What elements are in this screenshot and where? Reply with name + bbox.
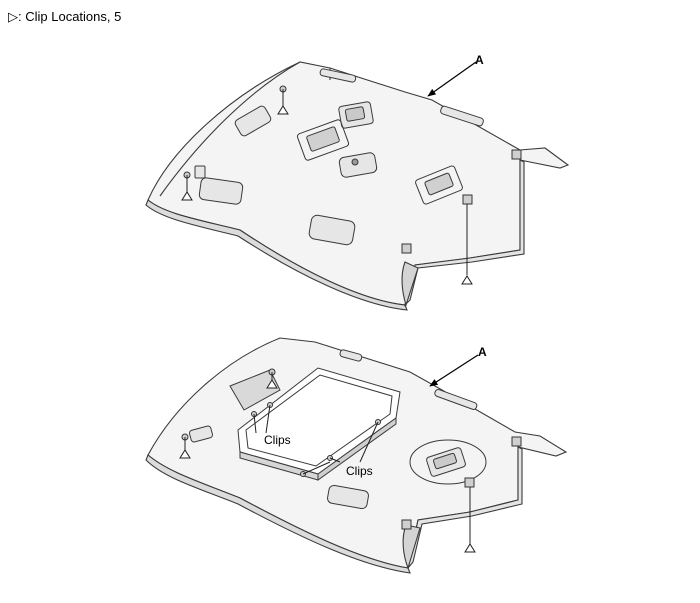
clips-label-2: Clips: [346, 464, 373, 478]
callout-a-arrow-top: [427, 61, 477, 97]
legend: ▷: Clip Locations, 5: [8, 9, 121, 25]
legend-text: : Clip Locations, 5: [18, 9, 122, 24]
clips-label-1: Clips: [264, 433, 291, 447]
clip-leaders-top: [181, 89, 473, 285]
clip-marker-icon: [464, 543, 476, 553]
clip-marker-icon: [266, 379, 278, 389]
clip-leaders-bottom: [179, 372, 476, 553]
callout-a-arrow-bottom: [429, 354, 479, 387]
clip-marker-icon: [277, 105, 289, 115]
clip-marker-icon: [181, 191, 193, 201]
headliner-features-top: [194, 68, 484, 246]
callout-a-bottom: A: [478, 345, 487, 359]
clip-marker-icon: [461, 275, 473, 285]
headliner-panel-bottom: [145, 337, 568, 574]
clip-marker-icon: ▷: [8, 9, 18, 24]
callout-a-top: A: [475, 53, 484, 67]
clip-points-top: [183, 85, 522, 254]
clip-marker-icon: [179, 449, 191, 459]
clip-points-bottom: [181, 368, 522, 530]
headliner-features-bottom: [188, 349, 487, 510]
